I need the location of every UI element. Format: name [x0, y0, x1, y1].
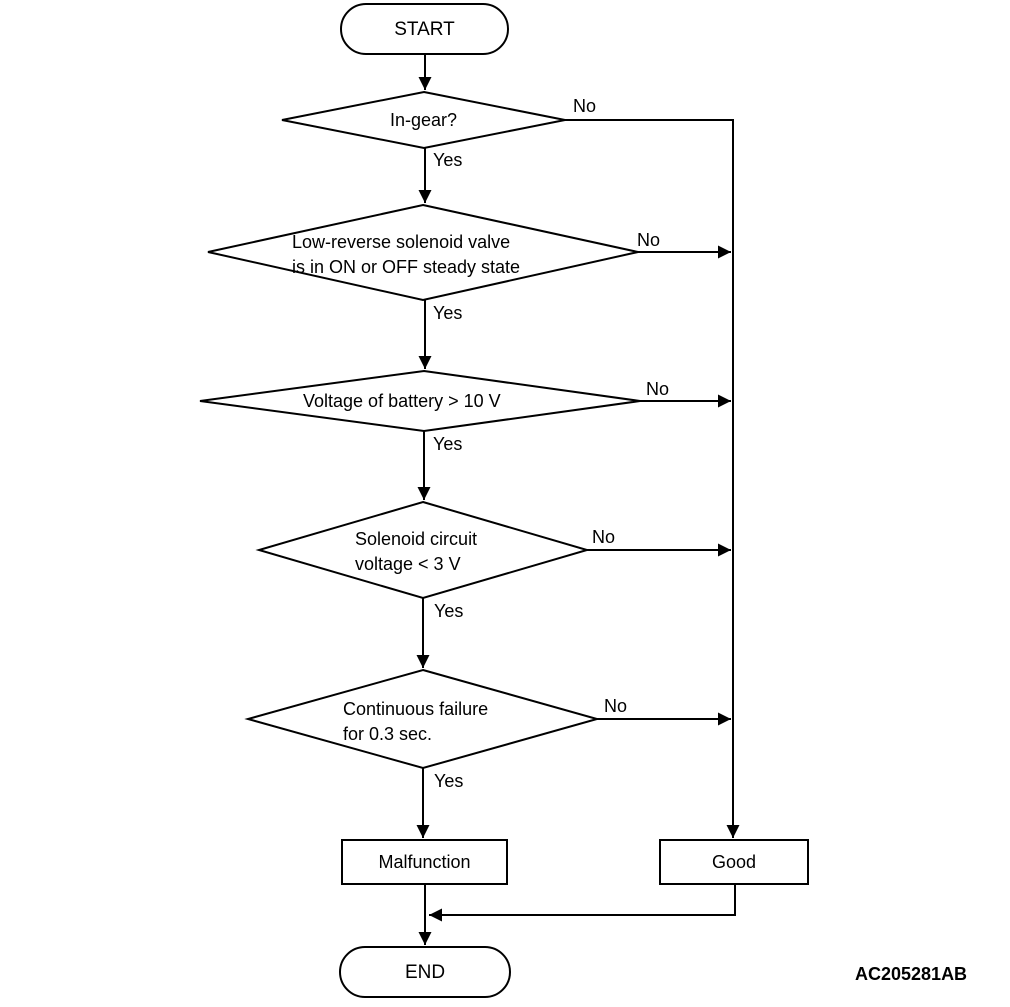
decision-solenoid-steady-label: Low-reverse solenoid valve is in ON or O… [292, 232, 521, 277]
branch-continuous-failure-yes-label: Yes [434, 771, 464, 791]
branch-battery-voltage-yes-label: Yes [433, 434, 463, 454]
start-label: START [394, 18, 455, 40]
branch-circuit-voltage-no-label: No [592, 527, 616, 547]
end-terminal-shape [339, 946, 511, 998]
branch-solenoid-steady-yes-label: Yes [433, 303, 463, 323]
decision-circuit-voltage-label: Solenoid circuit voltage < 3 V [355, 529, 478, 574]
branch-battery-voltage-no-label: No [646, 379, 670, 399]
branch-continuous-failure-no-label: No [604, 696, 628, 716]
branch-solenoid-steady-no-label: No [637, 230, 661, 250]
decision-in-gear-shape [281, 90, 566, 150]
edge-good-to-merge [429, 884, 736, 922]
start-terminal-shape [340, 3, 509, 55]
end-label: END [404, 961, 446, 983]
good-label: Good [711, 851, 757, 872]
decision-continuous-failure-label: Continuous failure for 0.3 sec. [343, 699, 489, 744]
figure-id: AC205281AB [855, 964, 968, 984]
malfunction-label: Malfunction [378, 851, 471, 872]
decision-battery-voltage-shape [199, 369, 641, 433]
decision-continuous-failure-shape [244, 668, 601, 770]
branch-in-gear-no-label: No [573, 96, 597, 116]
malfunction-box-shape [341, 839, 508, 885]
decision-solenoid-steady-shape [207, 203, 639, 302]
decision-circuit-voltage-shape [255, 500, 591, 600]
decision-in-gear-label: In-gear? [389, 109, 458, 130]
edge-ingear-no-to-good [565, 119, 740, 838]
decision-battery-voltage-label: Voltage of battery > 10 V [303, 391, 501, 411]
branch-in-gear-yes-label: Yes [433, 150, 463, 170]
good-box-shape [659, 839, 809, 885]
branch-circuit-voltage-yes-label: Yes [434, 601, 464, 621]
